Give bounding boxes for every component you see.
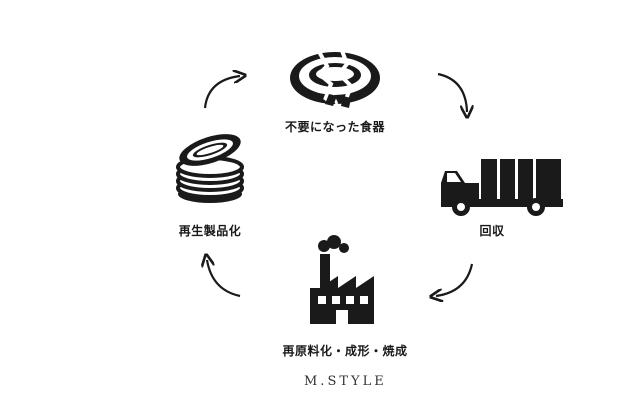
arrow-bottom-left bbox=[207, 260, 241, 298]
factory-icon bbox=[310, 235, 374, 324]
step-label-reprocessing: 再原料化・成形・焼成 bbox=[282, 344, 408, 358]
stacked-plates-icon bbox=[176, 134, 244, 203]
broken-plate-icon bbox=[290, 47, 380, 108]
arrow-bottom-right bbox=[436, 263, 474, 296]
arrow-top-left bbox=[203, 76, 240, 109]
step-label-discarded-tableware: 不要になった食器 bbox=[284, 120, 385, 134]
arrow-top-right bbox=[437, 72, 467, 112]
brand-logo-text: M.STYLE bbox=[304, 374, 387, 389]
step-label-remanufacture: 再生製品化 bbox=[178, 224, 242, 238]
truck-icon bbox=[441, 159, 563, 216]
step-label-collection: 回収 bbox=[479, 224, 505, 238]
